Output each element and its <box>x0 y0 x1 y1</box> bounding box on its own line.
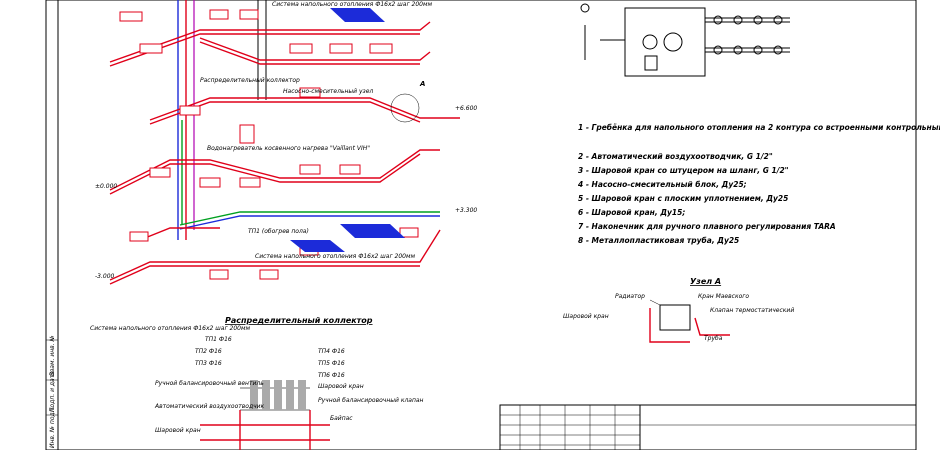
side-label-1: Взам. инв. № <box>49 335 56 376</box>
elev-1: +6.600 <box>455 105 477 112</box>
side-label-2: Подп. и дата <box>49 371 56 412</box>
collector-label-1: ТП1 Ф16 <box>205 336 232 343</box>
node-a-detail: Узел А Радиатор Кран Маевского Клапан те… <box>563 277 794 343</box>
collector-manifold <box>200 380 330 450</box>
collector-right-note-3: Байпас <box>330 415 353 422</box>
collector-note: Распределительный коллектор <box>200 77 300 84</box>
collector-label-4: ТП4 Ф16 <box>318 348 345 355</box>
floor-mid: А Распределительный коллектор Насосно-см… <box>109 77 477 195</box>
collector-left-note-3: Шаровой кран <box>155 427 201 434</box>
collector-right-note-1: Шаровой кран <box>318 383 364 390</box>
side-stamp: Взам. инв. № Подп. и дата Инв. № подл. <box>46 335 58 448</box>
side-label-3: Инв. № подл. <box>49 407 56 448</box>
floor-top: Система напольного отопления Ф16x2 шаг 2… <box>109 1 432 67</box>
floor-heating-low <box>290 224 405 252</box>
legend: 1 - Гребёнка для напольного отопления на… <box>578 123 940 245</box>
legend-item-7: 7 - Наконечник для ручного плавного регу… <box>578 222 836 231</box>
collector-left-note-2: Автоматический воздухоотводчик <box>154 403 265 410</box>
elev-3: ±0.000 <box>95 183 117 190</box>
elev-2: +3.300 <box>455 207 477 214</box>
boiler-icon <box>239 124 255 144</box>
node-a-radiator <box>659 304 691 331</box>
legend-item-4: 4 - Насосно-смесительный блок, Ду25; <box>578 180 747 189</box>
legend-item-8: 8 - Металлопластиковая труба, Ду25 <box>578 236 739 245</box>
top-note: Система напольного отопления Ф16x2 шаг 2… <box>272 1 432 8</box>
collector-detail: Распределительный коллектор ТП1 Ф16 ТП2 … <box>154 316 424 450</box>
title-block <box>499 404 917 450</box>
boiler-note: Водонагреватель косвенного нагрева "Vail… <box>207 145 370 152</box>
floor-note-1: Система напольного отопления Ф16x2 шаг 2… <box>255 253 415 260</box>
node-a-circle <box>390 93 420 123</box>
mark-a: А <box>419 80 425 88</box>
floor-heating-top <box>330 8 385 22</box>
floor-low: ТП1 (обогрев пола) Система напольного от… <box>90 183 477 332</box>
tp-label: ТП1 (обогрев пола) <box>248 228 309 235</box>
legend-item-2: 2 - Автоматический воздухоотводчик, G 1/… <box>578 152 773 161</box>
node-a-label-2: Кран Маевского <box>698 293 749 300</box>
collector-label-2: ТП2 Ф16 <box>195 348 222 355</box>
legend-item-6: 6 - Шаровой кран, Ду15; <box>578 208 685 217</box>
collector-right-note-2: Ручной балансировочный клапан <box>318 397 424 404</box>
collector-label-3: ТП3 Ф16 <box>195 360 222 367</box>
node-a-label-1: Радиатор <box>615 293 645 300</box>
collector-title: Распределительный коллектор <box>225 316 373 325</box>
pump-note: Насосно-смесительный узел <box>283 88 373 95</box>
heating-scheme: Система напольного отопления Ф16x2 шаг 2… <box>90 0 477 332</box>
floor-note-2: Система напольного отопления Ф16x2 шаг 2… <box>90 325 250 332</box>
legend-item-5: 5 - Шаровой кран с плоским уплотнением, … <box>578 194 788 203</box>
sheet-frame <box>45 0 917 450</box>
node-a-label-3: Клапан термостатический <box>710 307 794 314</box>
node-a-label-5: Труба <box>704 335 723 342</box>
elev-4: -3.000 <box>95 273 115 280</box>
legend-item-1: 1 - Гребёнка для напольного отопления на… <box>578 123 940 132</box>
collector-label-5: ТП5 Ф16 <box>318 360 345 367</box>
node-a-label-4: Шаровой кран <box>563 313 609 320</box>
collector-label-6: ТП6 Ф16 <box>318 372 345 379</box>
legend-item-3: 3 - Шаровой кран со штуцером на шланг, G… <box>578 166 789 175</box>
collector-left-note-1: Ручной балансировочный вентиль <box>155 380 264 387</box>
manifold-detail <box>580 3 790 77</box>
node-a-title: Узел А <box>690 277 721 286</box>
